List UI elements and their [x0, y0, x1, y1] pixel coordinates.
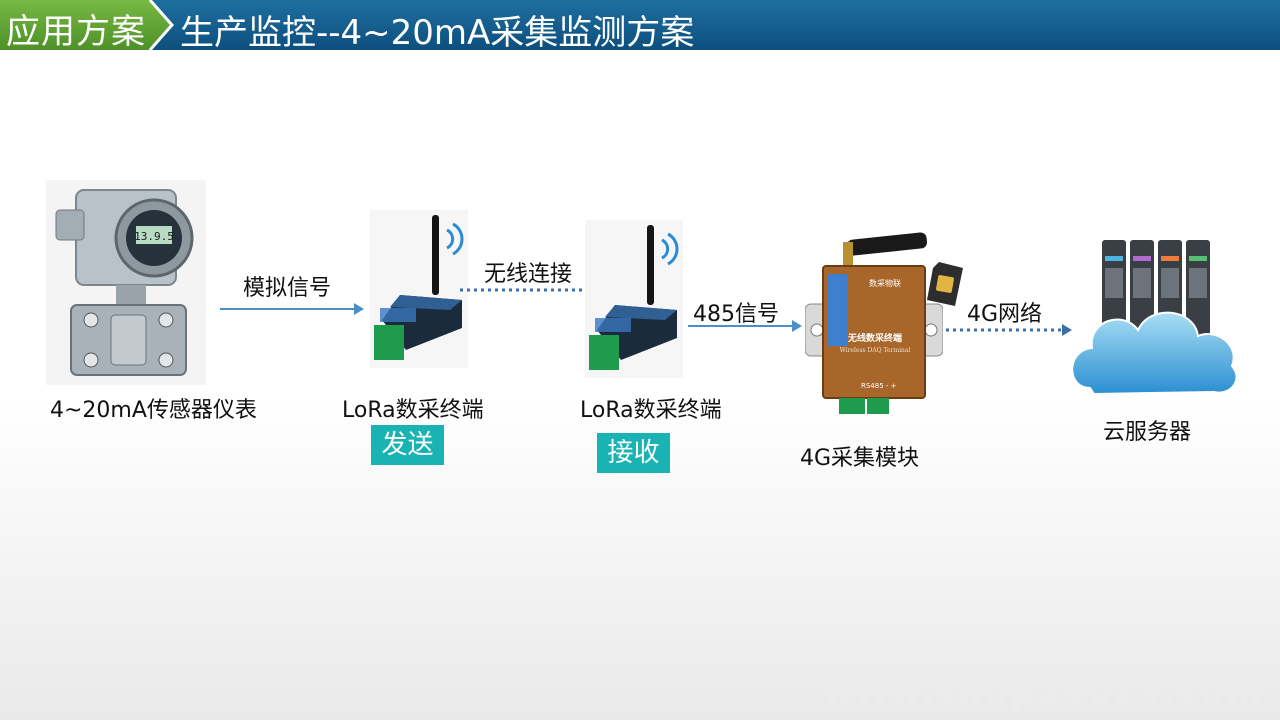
- wireless-connection-label: 无线连接: [484, 262, 573, 287]
- lora-sender-label: LoRa数采终端: [342, 398, 484, 423]
- send-tag: 发送: [371, 425, 444, 465]
- pressure-transmitter-image: 13.9.5: [46, 180, 206, 385]
- 4g-network-arrow: [946, 324, 1072, 336]
- module-port-text: RS485 - +: [861, 382, 897, 390]
- cloud-server-icon: [1071, 240, 1238, 396]
- lora-receiver-label: LoRa数采终端: [580, 398, 722, 423]
- lora-sender-device-image: [370, 210, 468, 368]
- analog-signal-label: 模拟信号: [243, 276, 332, 301]
- rs485-signal-label: 485信号: [693, 302, 779, 327]
- section-badge-label: 应用方案: [6, 12, 146, 52]
- module-cn-text: 无线数采终端: [847, 332, 902, 344]
- title-bar: 应用方案 生产监控--4~20mA采集监测方案: [0, 0, 1280, 53]
- module-brand-text: 数采物联: [869, 278, 901, 288]
- 4g-module-device-image: 数采物联 无线数采终端 Wireless DAQ Terminal RS485 …: [805, 232, 943, 414]
- cloud-server-label: 云服务器: [1103, 420, 1192, 445]
- meter-display-readout: 13.9.5: [134, 230, 174, 243]
- section-badge: [0, 0, 172, 50]
- page-title: 生产监控--4~20mA采集监测方案: [180, 13, 695, 53]
- sensor-label: 4~20mA传感器仪表: [50, 398, 257, 423]
- 4g-network-label: 4G网络: [967, 302, 1043, 327]
- badge-chevron-icon: [148, 0, 174, 50]
- sim-card-icon: [927, 262, 963, 306]
- analog-signal-arrow: [220, 303, 364, 315]
- receive-tag: 接收: [597, 433, 670, 473]
- watermark: www.shop10019.com: [822, 672, 1264, 712]
- module-en-text: Wireless DAQ Terminal: [840, 347, 911, 354]
- rs485-signal-arrow: [688, 320, 802, 332]
- 4g-module-label: 4G采集模块: [800, 446, 920, 471]
- lora-receiver-device-image: [585, 220, 683, 378]
